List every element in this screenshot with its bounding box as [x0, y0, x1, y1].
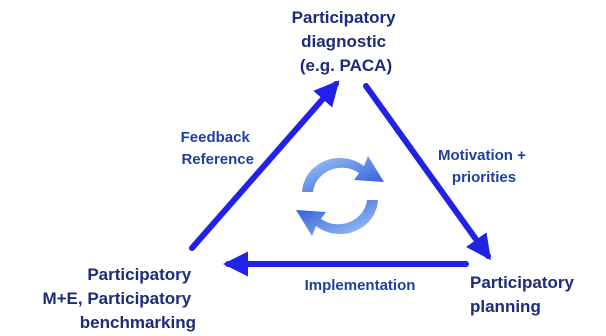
node-bottom-left-line-3: benchmarking — [80, 313, 196, 332]
node-top-line-3: (e.g. PACA) — [300, 56, 392, 75]
node-top-line-1: Participatory — [292, 8, 396, 27]
node-bottom-left-line-1: Participatory — [87, 265, 191, 284]
edge-left-line-2: Reference — [181, 151, 254, 168]
node-bottom-left-line-2: M+E, Participatory — [42, 289, 191, 308]
node-top-line-2: diagnostic — [301, 32, 386, 51]
edge-left-arrow — [189, 80, 340, 251]
node-top-label: Participatory diagnostic (e.g. PACA) — [292, 8, 401, 75]
edge-left-label: Feedback Reference — [181, 129, 254, 168]
edge-right-line-2: priorities — [452, 169, 516, 186]
edge-bottom-line-1: Implementation — [305, 277, 416, 294]
edge-left-line-1: Feedback — [181, 129, 251, 146]
edge-right-line-1: Motivation + — [438, 147, 526, 164]
node-bottom-right-line-2: planning — [470, 297, 541, 316]
edge-right-arrow — [363, 83, 491, 261]
refresh-cycle-icon — [296, 156, 384, 236]
edge-right-label: Motivation + priorities — [438, 147, 530, 186]
node-bottom-right-line-1: Participatory — [470, 273, 574, 292]
node-bottom-right-label: Participatory planning — [470, 273, 579, 316]
edge-bottom-label: Implementation — [305, 277, 416, 294]
node-bottom-left-label: Participatory M+E, Participatory benchma… — [42, 265, 196, 332]
